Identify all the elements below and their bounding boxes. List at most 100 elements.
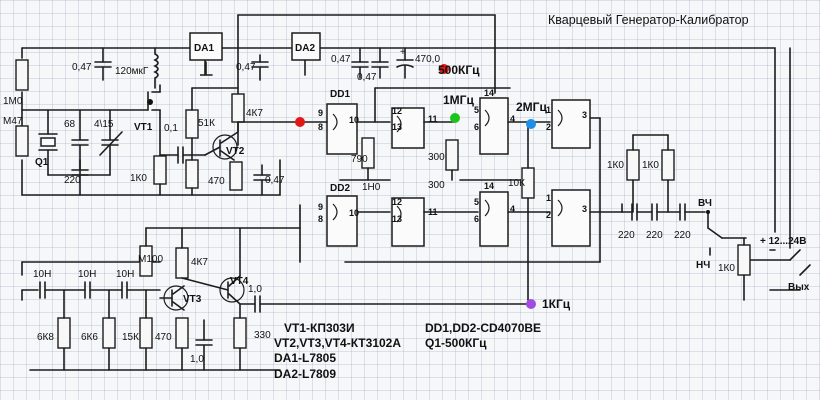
transistor-vt2 — [212, 134, 238, 160]
label-1m0: 1М0 — [3, 96, 23, 107]
da1-label: DA1 — [194, 43, 214, 54]
pin-dd1-3: 3 — [582, 110, 587, 120]
label-4k7-top: 4К7 — [246, 108, 263, 119]
da1-regulator: DA1 — [189, 32, 223, 61]
transistor-vt4 — [219, 277, 245, 303]
resistor-6k8a — [57, 317, 71, 349]
pin-dd2-6: 6 — [474, 214, 479, 224]
marker-1khz — [526, 299, 536, 309]
resistor-4k7-vt3 — [175, 247, 189, 279]
label-lf-output: НЧ — [696, 260, 710, 271]
label-300a: 300 — [428, 152, 445, 163]
dd2-logic: DD2 9 8 10 12 13 11 14 5 6 4 10К 1 2 3 — [299, 117, 623, 301]
potentiometer-1k0 — [737, 244, 751, 276]
label-vt3: VT3 — [183, 294, 202, 305]
pin-dd2-9: 9 — [318, 202, 323, 212]
label-470-vt2: 470 — [208, 176, 225, 187]
label-vt4: VT4 — [230, 276, 249, 287]
inductor-120uh — [153, 47, 159, 89]
label-047-vt2: 0,47 — [265, 175, 285, 186]
note-vt1: VT1-КП303И — [284, 321, 355, 335]
dd1-logic: DD1 9 8 10 790 1Н0 12 13 11 300 300 14 5… — [299, 87, 601, 193]
label-68: 68 — [64, 119, 76, 130]
label-6k8a: 6К8 — [37, 332, 54, 343]
resistor-15k — [139, 317, 153, 349]
label-4k7-vt3: 4К7 — [191, 257, 208, 268]
resistor-470-vt2 — [229, 161, 243, 191]
pin-dd1-8: 8 — [318, 122, 323, 132]
label-10h-b: 10Н — [78, 269, 96, 280]
pin-dd1-9: 9 — [318, 108, 323, 118]
label-vt1: VT1 — [134, 122, 153, 133]
resistor-1k0-out1 — [626, 149, 640, 181]
label-output: Вых — [788, 282, 810, 293]
resistor-m47 — [15, 125, 29, 157]
pin-dd1-6: 6 — [474, 122, 479, 132]
label-10k: 10К — [508, 178, 525, 189]
pin-dd2-3: 3 — [582, 204, 587, 214]
pin-dd1-14: 14 — [484, 88, 494, 98]
label-01: 0,1 — [164, 123, 178, 134]
svg-text:+: + — [400, 47, 406, 58]
marker-1mhz — [450, 113, 460, 123]
pin-dd2-8: 8 — [318, 214, 323, 224]
label-15k: 15К — [122, 332, 139, 343]
label-vt2: VT2 — [226, 146, 245, 157]
label-10-vt3: 1,0 — [190, 354, 204, 365]
note-da1: DA1-L7805 — [274, 351, 336, 365]
pin-dd2-4: 4 — [510, 204, 515, 214]
note-dd: DD1,DD2-CD4070BE — [425, 321, 541, 335]
marker-500khz — [439, 64, 449, 74]
label-1h0: 1Н0 — [362, 182, 381, 193]
resistor-470-vt3 — [175, 317, 189, 349]
label-1k0-vt1: 1К0 — [130, 173, 147, 184]
label-047-b: 0,47 — [236, 62, 256, 73]
label-4-15: 4\15 — [94, 119, 114, 130]
power-rails — [21, 14, 776, 233]
label-6k8b: 6К6 — [81, 332, 98, 343]
diagram-title: Кварцевый Генератор-Калибратор — [548, 13, 749, 27]
resistor-51k — [185, 109, 199, 139]
pin-dd1-13: 13 — [392, 122, 402, 132]
lf-section: 10Н 10Н 10Н 6К8 6К6 15К М100 4К7 VT3 4 — [21, 227, 531, 371]
label-dd1: DD1 — [330, 89, 350, 100]
marker-1khz-label: 1КГц — [542, 297, 571, 311]
pin-dd2-5: 5 — [474, 197, 479, 207]
label-q1: Q1 — [35, 157, 49, 168]
pin-dd1-5: 5 — [474, 105, 479, 115]
label-inductor: 120мкГ — [115, 66, 149, 77]
resistor-4k7-top — [231, 93, 245, 123]
da2-caps: 0,47 0,47 + 470,0 — [331, 47, 440, 83]
label-790: 790 — [351, 154, 368, 165]
marker-1mhz-label: 1МГц — [443, 93, 474, 107]
pin-dd1-4: 4 — [510, 114, 515, 124]
pin-dd2-14: 14 — [484, 181, 494, 191]
pin-dd2-13: 13 — [392, 214, 402, 224]
resistor-6k8b — [102, 317, 116, 349]
label-220-o3: 220 — [674, 230, 691, 241]
note-vt2-vt4: VT2,VT3,VT4-КТ3102А — [274, 336, 401, 350]
label-047-d: 0,47 — [357, 72, 377, 83]
label-470-vt3: 470 — [155, 332, 172, 343]
resistor-330 — [233, 317, 247, 349]
label-m100: М100 — [138, 254, 163, 265]
label-supply: + 12...24В — [760, 236, 806, 247]
label-220-o1: 220 — [618, 230, 635, 241]
label-220: 220 — [64, 175, 81, 186]
da2-label: DA2 — [295, 43, 315, 54]
pin-dd1-2: 2 — [546, 122, 551, 132]
da2-regulator: DA2 — [291, 32, 321, 61]
label-1k0-out1: 1К0 — [607, 160, 624, 171]
marker-2mhz-label: 2МГц — [516, 100, 547, 114]
label-1k0-out2: 1К0 — [642, 160, 659, 171]
pin-dd1-1: 1 — [546, 105, 551, 115]
label-10-vt4: 1,0 — [248, 284, 262, 295]
resistor-1k0-base — [185, 159, 199, 189]
label-330: 330 — [254, 330, 271, 341]
resistor-1k0-vt1 — [153, 155, 167, 185]
pin-dd2-12: 12 — [392, 197, 402, 207]
label-51k: 51К — [198, 118, 215, 129]
oscillator-section: 1М0 М47 Q1 68 220 4\15 0,47 — [3, 47, 301, 196]
